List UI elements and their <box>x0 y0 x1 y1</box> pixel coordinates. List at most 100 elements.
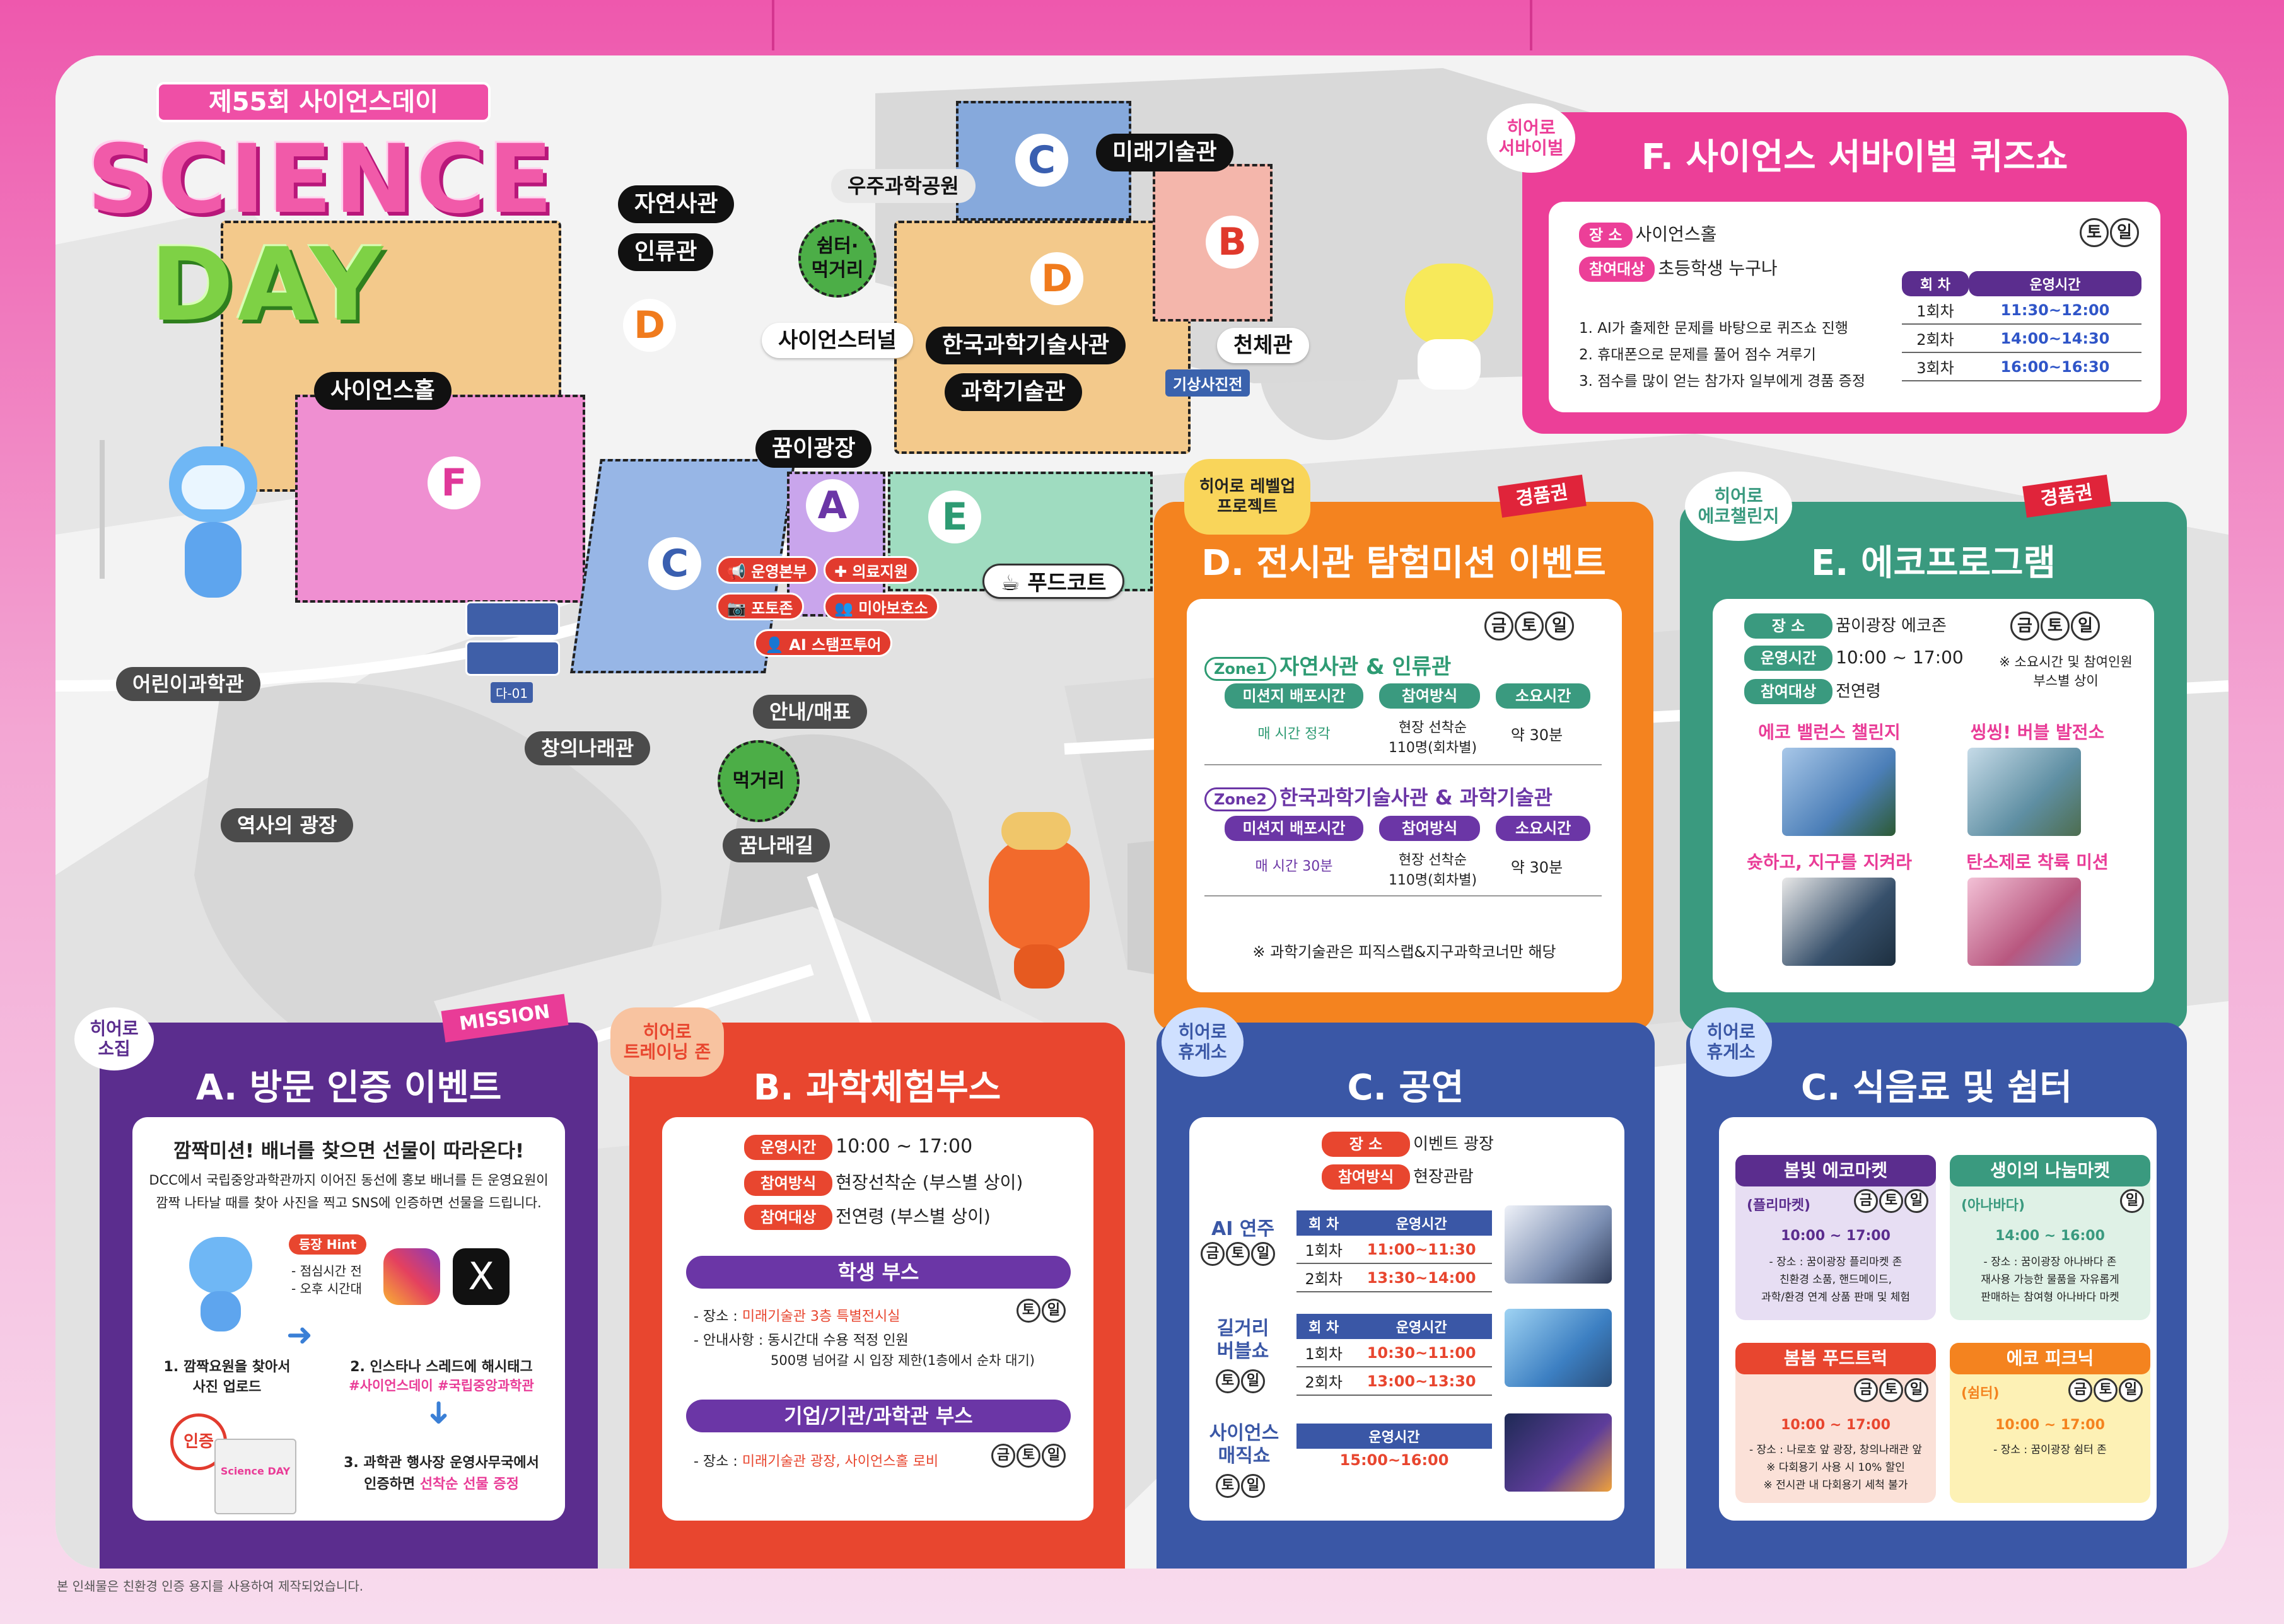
x-icon[interactable]: X <box>453 1248 510 1305</box>
map-label-natural-history[interactable]: 자연사관 <box>618 185 735 223</box>
people-icon: 👥 <box>834 600 853 617</box>
map-label-sci-tech-hall[interactable]: 과학기술관 <box>945 373 1082 411</box>
head-round: 회 차 <box>1296 1314 1351 1339</box>
map-label-weather-photo[interactable]: 기상사진전 <box>1165 369 1250 397</box>
instagram-icon[interactable] <box>383 1248 440 1305</box>
map-food-court[interactable]: ☕ 푸드코트 <box>982 564 1125 599</box>
tag-time: 운영시간 <box>1744 646 1832 671</box>
row-round: 1회차 <box>1296 1236 1351 1264</box>
day-sat: 토 <box>1017 1444 1040 1468</box>
map-label-planetarium[interactable]: 천체관 <box>1217 328 1309 363</box>
panel-c2-bubble-text: 히어로 휴게소 <box>1706 1021 1756 1062</box>
market-4-sub: (쉼터) <box>1961 1386 2000 1401</box>
panel-f: F. 사이언스 서바이벌 퀴즈쇼 장 소 사이언스홀 참여대상 초등학생 누구나… <box>1522 112 2187 434</box>
student-place: 미래기술관 3층 특별전시실 <box>742 1309 900 1325</box>
tag-place: 장 소 <box>1744 613 1832 639</box>
badge-medical-text: 의료지원 <box>852 563 908 581</box>
panel-e-title: E. 에코프로그램 <box>1810 543 2056 584</box>
panel-f-note-1: 1. AI가 출제한 문제를 바탕으로 퀴즈쇼 진행 <box>1579 320 1848 337</box>
row-time: 10:30~11:00 <box>1351 1339 1492 1367</box>
panel-e-bubble-text: 히어로 에코챌린지 <box>1698 485 1780 526</box>
day-sun: 일 <box>1241 1369 1265 1393</box>
show-3-photo <box>1505 1413 1612 1492</box>
tag-target: 참여대상 <box>1744 679 1832 704</box>
main-sheet: C B D D F C A E 제55회 사이언스데이 SCIENCE DAY … <box>55 55 2229 1569</box>
row-time: 15:00~16:00 <box>1339 1451 1449 1469</box>
bus-stop-label: 다-01 <box>491 682 533 703</box>
market-box-4 <box>1950 1359 2150 1503</box>
panel-c2-title: C. 식음료 및 쉼터 <box>1801 1067 2072 1108</box>
zone-letter-b: B <box>1206 216 1259 269</box>
day-sat: 토 <box>1216 1474 1240 1498</box>
footer-note: 본 인쇄물은 친환경 인증 용지를 사용하여 제작되었습니다. <box>57 1579 364 1594</box>
logo-day: DAY <box>150 226 387 344</box>
shelter-text: 쉼터· 먹거리 <box>811 235 864 281</box>
show-2-photo <box>1505 1309 1612 1387</box>
row-round: 3회차 <box>1902 352 1969 381</box>
row-round: 1회차 <box>1902 296 1969 325</box>
badge-stamp[interactable]: 👤 AI 스탬프투어 <box>754 629 892 657</box>
row-round: 2회차 <box>1296 1367 1351 1396</box>
head-time: 운영시간 <box>1351 1210 1492 1236</box>
head-round: 회 차 <box>1296 1210 1351 1236</box>
day-sat: 토 <box>1515 612 1544 641</box>
divider <box>1204 895 1602 896</box>
head-method: 참여방식 <box>1379 683 1481 709</box>
map-label-future-tech[interactable]: 미래기술관 <box>1096 134 1233 171</box>
map-label-history-plaza[interactable]: 역사의 광장 <box>221 808 354 842</box>
zone-letter-e: E <box>928 490 981 543</box>
map-label-creative-hall[interactable]: 창의나래관 <box>525 731 651 765</box>
day-sun: 일 <box>2119 1378 2143 1402</box>
corp-place-label: - 장소 : <box>694 1454 742 1470</box>
map-shelter-food[interactable]: 쉼터· 먹거리 <box>798 219 877 298</box>
map-label-anthropology[interactable]: 인류관 <box>618 233 714 271</box>
panel-d-bubble: 히어로 레벨업 프로젝트 <box>1184 459 1310 535</box>
market-3-line: - 장소 : 나로호 앞 광장, 창의나래관 앞 <box>1749 1444 1923 1456</box>
panel-f-note-2: 2. 휴대폰으로 문제를 풀어 점수 겨루기 <box>1579 347 1816 363</box>
step-2: 2. 인스타나 스레드에 해시태그 <box>350 1359 533 1375</box>
map-label-science-hall[interactable]: 사이언스홀 <box>314 372 452 410</box>
panel-f-bubble-text: 히어로 서바이벌 <box>1498 117 1564 158</box>
panel-a-bubble-text: 히어로 소집 <box>90 1018 139 1059</box>
day-sun: 일 <box>1042 1444 1066 1468</box>
row-round: 2회차 <box>1902 324 1969 353</box>
badge-medical[interactable]: ✚ 의료지원 <box>824 556 919 584</box>
zone-letter-c-left: C <box>648 537 701 590</box>
map-food-street[interactable]: 먹거리 <box>718 740 800 822</box>
panel-a-inner: 깜짝미션! 배너를 찾으면 선물이 따라온다! DCC에서 국립중앙과학관까지 … <box>132 1117 565 1521</box>
wind-turbine-icon <box>100 440 105 579</box>
badge-photo[interactable]: 📷 포토존 <box>716 593 804 620</box>
day-sat: 토 <box>1879 1378 1903 1402</box>
program-1-photo <box>1782 748 1896 836</box>
badge-hq[interactable]: 📢 운영본부 <box>716 556 818 584</box>
map-label-dream-road[interactable]: 꿈나래길 <box>723 828 830 862</box>
map-label-korea-sci-tech[interactable]: 한국과학기술사관 <box>926 327 1126 364</box>
robot-mascot-icon <box>183 1237 259 1331</box>
badge-lost-child[interactable]: 👥 미아보호소 <box>824 593 939 620</box>
zone-letter-f: F <box>428 456 481 509</box>
panel-a-desc-1: DCC에서 국립중앙과학관까지 이어진 동선에 홍보 배너를 든 운영요원이 <box>149 1173 549 1188</box>
tag-target: 참여대상 <box>744 1205 832 1230</box>
tote-bag-icon: Science DAY <box>214 1439 296 1514</box>
step-3a: 3. 과학관 행사장 운영사무국에서 <box>344 1455 539 1471</box>
map-label-childrens-hall[interactable]: 어린이과학관 <box>116 667 260 701</box>
megaphone-icon: 📢 <box>727 563 746 581</box>
market-2-line: - 장소 : 꿈이광장 아나바다 존 <box>1983 1256 2117 1268</box>
row-time: 16:00~16:30 <box>1968 352 2141 381</box>
day-sun: 일 <box>1241 1474 1265 1498</box>
map-label-science-tunnel[interactable]: 사이언스터널 <box>762 323 913 358</box>
head-distribution: 미션지 배포시간 <box>1225 683 1363 709</box>
yellow-mascot-icon <box>1392 264 1506 390</box>
market-3-title: 봄봄 푸드트럭 <box>1735 1343 1936 1374</box>
panel-c2-bubble: 히어로 휴게소 <box>1690 1007 1772 1077</box>
map-label-dream-plaza[interactable]: 꿈이광장 <box>755 430 872 468</box>
tag-target: 참여대상 <box>1579 257 1655 282</box>
map-label-space-park[interactable]: 우주과학공원 <box>831 169 976 203</box>
map-label-info-shop[interactable]: 안내/매표 <box>753 695 868 729</box>
market-3-line: ※ 다회용기 사용 시 10% 할인 <box>1766 1461 1905 1474</box>
zone-letter-a: A <box>806 479 859 532</box>
